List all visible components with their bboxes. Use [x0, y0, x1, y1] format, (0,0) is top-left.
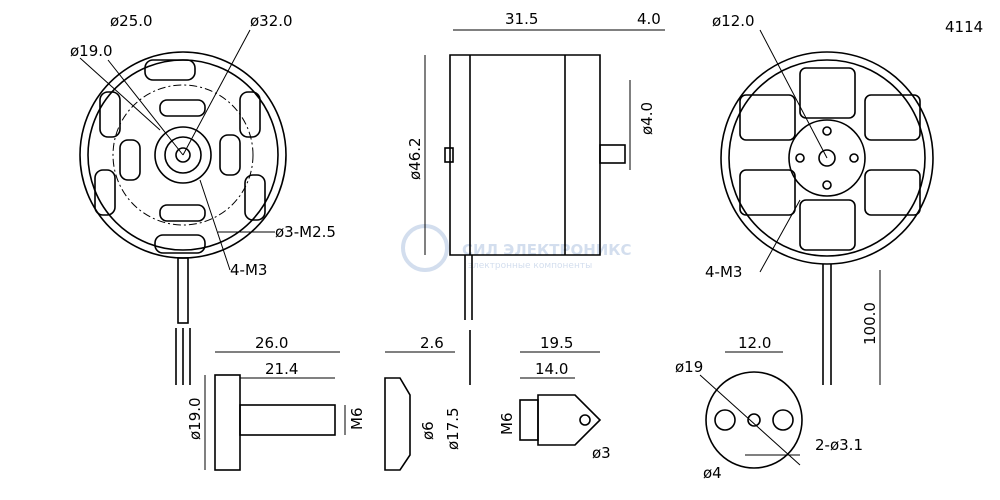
mount-view: 12.0 ø19 ø4 2-ø3.1 — [675, 334, 863, 482]
dimension-label: ø6 — [419, 421, 437, 440]
watermark-logo: СИЛ ЭЛЕКТРОНИКС электронные компоненты — [401, 224, 632, 272]
dimension-label: ø3 — [592, 444, 611, 462]
dimension-label: ø25.0 — [110, 12, 153, 30]
dimension-label: 100.0 — [861, 302, 879, 345]
dimension-label: СИЛ ЭЛЕКТРОНИКС — [462, 241, 632, 259]
rear-view: ø12.0 4114 4-M3 100.0 — [705, 12, 983, 385]
dimension-label: 4-M3 — [230, 261, 267, 279]
front-view: ø25.0 ø32.0 ø19.0 ø3-M2.5 4-M3 — [70, 12, 336, 385]
dimension-label: 4-M3 — [705, 263, 742, 281]
dimension-label: ø19.0 — [186, 397, 204, 440]
dimension-label: ø19.0 — [70, 42, 113, 60]
side-view: 31.5 4.0 ø46.2 ø4.0 — [406, 10, 665, 385]
dimension-label: ø17.5 — [444, 407, 462, 450]
dimension-label: 31.5 — [505, 10, 538, 28]
dimension-label: ø4.0 — [638, 102, 656, 135]
dimension-label: M6 — [498, 413, 516, 436]
dimension-label: ø3-M2.5 — [275, 223, 336, 241]
dimension-label: 21.4 — [265, 360, 298, 378]
prop-adapter-view: 26.0 21.4 ø19.0 M6 — [186, 334, 366, 471]
dimension-label: M6 — [348, 408, 366, 431]
dimension-label: 12.0 — [738, 334, 771, 352]
dimension-label: 2-ø3.1 — [815, 436, 863, 454]
dimension-label: ø46.2 — [406, 137, 424, 180]
dimension-label: 26.0 — [255, 334, 288, 352]
dimension-label: ø19 — [675, 358, 703, 376]
dimension-label: ø4 — [703, 464, 722, 482]
nut-view: 19.5 14.0 M6 ø3 — [498, 334, 611, 462]
dimension-label: 4114 — [945, 18, 983, 36]
washer-view: 2.6 ø6 ø17.5 — [384, 334, 462, 471]
dimension-label: 19.5 — [540, 334, 573, 352]
dimension-label: ø32.0 — [250, 12, 293, 30]
dimension-label: ø12.0 — [712, 12, 755, 30]
dimension-label: электронные компоненты — [468, 261, 592, 271]
dimension-label: 4.0 — [637, 10, 661, 28]
dimension-label: 14.0 — [535, 360, 568, 378]
dimension-label: 2.6 — [420, 334, 444, 352]
